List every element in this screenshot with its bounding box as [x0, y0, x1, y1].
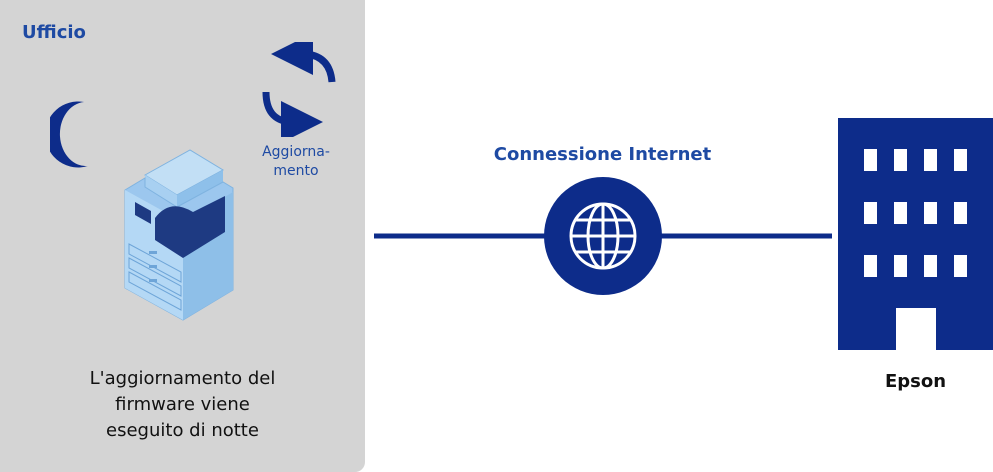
update-label: Aggiorna- mento: [246, 143, 346, 181]
arrow-top: [271, 42, 336, 83]
office-label: Ufficio: [22, 22, 86, 43]
connection-label: Connessione Internet: [493, 144, 712, 165]
caption-line-1: L'aggiornamento del: [89, 368, 276, 389]
building-icon: [838, 118, 993, 350]
moon-icon: [50, 101, 88, 168]
internet-link: [374, 177, 832, 295]
caption-line-3: eseguito di notte: [106, 420, 259, 441]
arrow-bottom: [262, 91, 323, 137]
office-caption: L'aggiornamento del firmware viene esegu…: [30, 366, 335, 444]
caption-line-2: firmware viene: [115, 394, 250, 415]
update-label-line-2: mento: [273, 163, 319, 179]
update-label-line-1: Aggiorna-: [262, 144, 330, 160]
printer-icon: [124, 149, 234, 321]
epson-label: Epson: [884, 371, 947, 392]
globe-icon: [544, 177, 662, 295]
refresh-arrows-icon: [262, 42, 336, 137]
